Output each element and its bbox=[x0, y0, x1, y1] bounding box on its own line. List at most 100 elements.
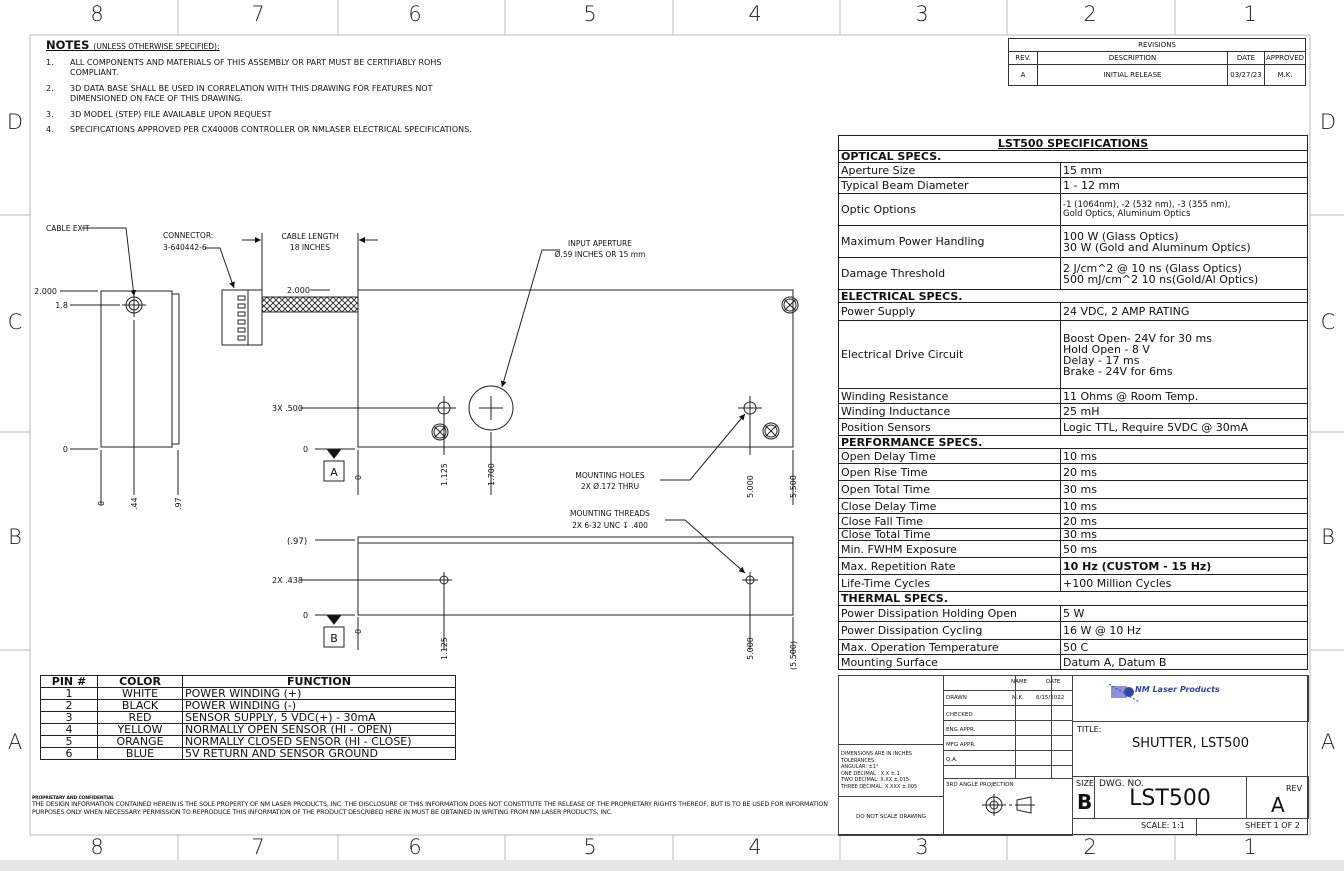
dim-label: (.97) bbox=[287, 537, 307, 547]
approved-cell: M.K. bbox=[1264, 64, 1306, 86]
spec-value: 30 ms bbox=[1060, 480, 1308, 499]
spec-value: 20 ms bbox=[1060, 513, 1308, 529]
spec-value: +100 Million Cycles bbox=[1060, 574, 1308, 592]
dim-label: 0 bbox=[303, 611, 308, 620]
dim-label: 1.125 bbox=[440, 463, 449, 486]
zone-row-label: B bbox=[8, 525, 22, 549]
spec-value: 16 W @ 10 Hz bbox=[1060, 621, 1308, 640]
spec-value: 30 ms bbox=[1060, 528, 1308, 541]
spec-value: 11 Ohms @ Room Temp. bbox=[1060, 388, 1308, 404]
checked-label: CHECKED bbox=[946, 712, 973, 718]
spec-row: Optic Options-1 (1064nm), -2 (532 nm), -… bbox=[838, 193, 1308, 226]
rev-cell: A bbox=[1008, 64, 1038, 86]
drawn-label: DRAWN bbox=[946, 695, 967, 701]
zone-column-label: 3 bbox=[915, 835, 929, 859]
spec-value: 10 ms bbox=[1060, 448, 1308, 464]
note-text: ALL COMPONENTS AND MATERIALS OF THIS ASS… bbox=[70, 57, 442, 78]
wire-color: BLUE bbox=[97, 747, 183, 760]
note-text: 3D MODEL (STEP) FILE AVAILABLE UPON REQU… bbox=[70, 109, 272, 119]
zone-column-label: 5 bbox=[583, 2, 597, 26]
sheet-label: SHEET 1 OF 2 bbox=[1245, 821, 1300, 830]
zone-row-label: A bbox=[7, 730, 23, 754]
zone-column-label: 8 bbox=[90, 835, 104, 859]
zone-column-label: 1 bbox=[1243, 2, 1257, 26]
mounting-holes-spec: 2X Ø.172 THRU bbox=[581, 482, 639, 491]
rev-value: A bbox=[1271, 793, 1285, 817]
spec-label: Damage Threshold bbox=[838, 257, 1061, 290]
mounting-threads-spec: 2X 6-32 UNC ↧ .400 bbox=[572, 521, 648, 530]
spec-label: Winding Resistance bbox=[838, 388, 1061, 404]
spec-value: 24 VDC, 2 AMP RATING bbox=[1060, 302, 1308, 321]
proprietary-notice: PROPRIETARY AND CONFIDENTIAL THE DESIGN … bbox=[32, 796, 832, 816]
spec-label: Open Delay Time bbox=[838, 448, 1061, 464]
note-text: 3D DATA BASE SHALL BE USED IN CORRELATIO… bbox=[70, 83, 433, 104]
projection-label: 3RD ANGLE PROJECTION bbox=[946, 782, 1014, 788]
spec-value: 25 mH bbox=[1060, 403, 1308, 419]
note-item: 1. ALL COMPONENTS AND MATERIALS OF THIS A… bbox=[46, 58, 486, 79]
dwg-no-value: LST500 bbox=[1129, 786, 1211, 811]
dim-label: 5.000 bbox=[746, 637, 755, 660]
note-number: 2. bbox=[46, 83, 54, 93]
spec-label: Winding Inductance bbox=[838, 403, 1061, 419]
dim-label: 1.125 bbox=[440, 637, 449, 660]
spec-value: 100 W (Glass Optics) 30 W (Gold and Alum… bbox=[1060, 225, 1308, 258]
spec-label: Max. Repetition Rate bbox=[838, 557, 1061, 575]
dim-label: 1.8 bbox=[55, 301, 68, 310]
qa-label: Q.A. bbox=[946, 757, 958, 763]
spec-label: Maximum Power Handling bbox=[838, 225, 1061, 258]
note-number: 1. bbox=[46, 57, 54, 67]
connector-part-label: 3-640442-6 bbox=[163, 243, 207, 252]
dim-label: 0 bbox=[97, 501, 106, 506]
wire-color: WHITE bbox=[97, 687, 183, 700]
connector-cable bbox=[205, 233, 378, 346]
zone-column-label: 6 bbox=[408, 835, 422, 859]
do-not-scale-note: DO NOT SCALE DRAWING bbox=[838, 796, 944, 836]
pin-function: POWER WINDING (+) bbox=[182, 687, 456, 700]
spec-label: Aperture Size bbox=[838, 162, 1061, 178]
specifications-title: LST500 SPECIFICATIONS bbox=[838, 135, 1308, 151]
logo-graphic-icon bbox=[1108, 683, 1140, 703]
zone-column-label: 1 bbox=[1243, 835, 1257, 859]
spec-label: Typical Beam Diameter bbox=[838, 177, 1061, 194]
top-view bbox=[300, 249, 799, 574]
size-value: B bbox=[1077, 790, 1093, 814]
spec-section-heading: OPTICAL SPECS. bbox=[838, 150, 1308, 163]
dim-label: .44 bbox=[130, 497, 139, 510]
scale-label: SCALE: 1:1 bbox=[1141, 821, 1185, 830]
spec-section-heading: ELECTRICAL SPECS. bbox=[838, 289, 1308, 303]
spec-label: Max. Operation Temperature bbox=[838, 639, 1061, 655]
zone-row-label: C bbox=[1320, 310, 1336, 334]
datum-b-label: B bbox=[330, 632, 338, 645]
zone-row-label: A bbox=[1320, 730, 1336, 754]
zone-row-label: D bbox=[1319, 110, 1337, 134]
dim-label: 5.000 bbox=[746, 475, 755, 498]
pin-number: 5 bbox=[40, 735, 98, 748]
spec-section-heading: PERFORMANCE SPECS. bbox=[838, 435, 1308, 449]
logo-text: NM Laser Products bbox=[1135, 685, 1220, 694]
viewer-bottom-bar bbox=[0, 860, 1344, 871]
spec-label: Close Total Time bbox=[838, 528, 1061, 541]
dim-label: (5.500) bbox=[789, 641, 798, 670]
cable-exit-label: CABLE EXIT bbox=[46, 224, 90, 233]
dwg-no-label: DWG. NO. bbox=[1099, 779, 1144, 789]
company-logo: NM Laser Products bbox=[1108, 682, 1220, 706]
zone-column-label: 8 bbox=[90, 2, 104, 26]
screw-icon bbox=[762, 422, 780, 440]
pin-function: 5V RETURN AND SENSOR GROUND bbox=[182, 747, 456, 760]
date-header: DATE bbox=[1227, 51, 1265, 65]
spec-label: Position Sensors bbox=[838, 418, 1061, 436]
spec-value: 20 ms bbox=[1060, 463, 1308, 481]
dim-label: 0 bbox=[303, 445, 308, 454]
mounting-threads-label: MOUNTING THREADS bbox=[570, 509, 650, 518]
